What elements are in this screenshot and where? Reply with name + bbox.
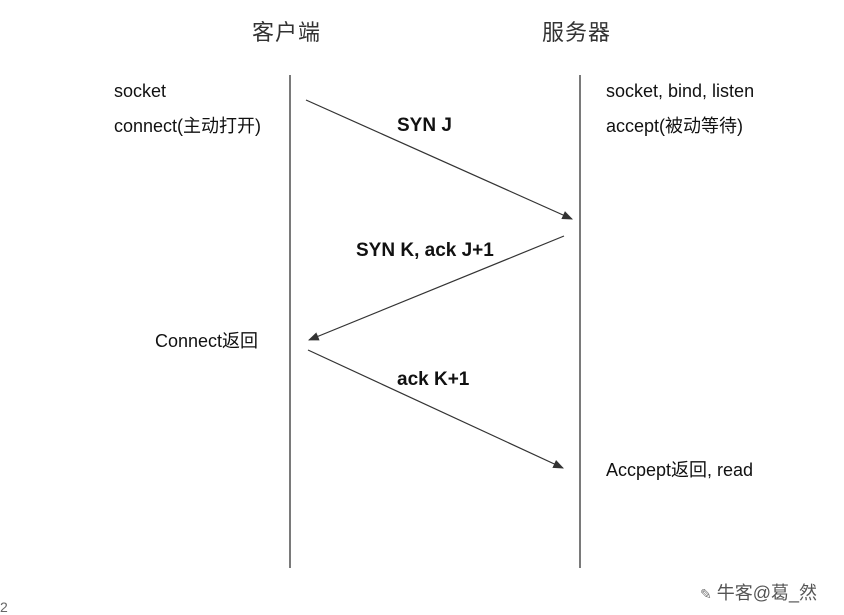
server-accept-return-label: Accpept返回, read	[606, 460, 754, 480]
client-header: 客户端	[252, 20, 322, 45]
watermark-logo-icon: ✎	[700, 586, 712, 602]
arrow-ack-k	[307, 349, 564, 469]
client-connect-label: connect(主动打开)	[114, 116, 262, 136]
message-syn-k-ack-j: SYN K, ack J+1	[356, 240, 494, 261]
arrow-syn-k-ack	[307, 235, 565, 341]
server-setup-label: socket, bind, listen	[606, 81, 755, 101]
client-socket-label: socket	[114, 81, 167, 101]
arrow-syn-j	[305, 99, 573, 220]
watermark-text: 牛客@葛_然	[716, 583, 818, 603]
server-header: 服务器	[542, 20, 612, 45]
watermark: ✎ 牛客@葛_然	[700, 584, 817, 602]
message-syn-j: SYN J	[397, 115, 452, 136]
client-connect-return-label: Connect返回	[155, 331, 259, 351]
message-ack-k: ack K+1	[397, 369, 470, 390]
edge-character: 2	[0, 599, 8, 615]
server-accept-label: accept(被动等待)	[606, 116, 744, 136]
